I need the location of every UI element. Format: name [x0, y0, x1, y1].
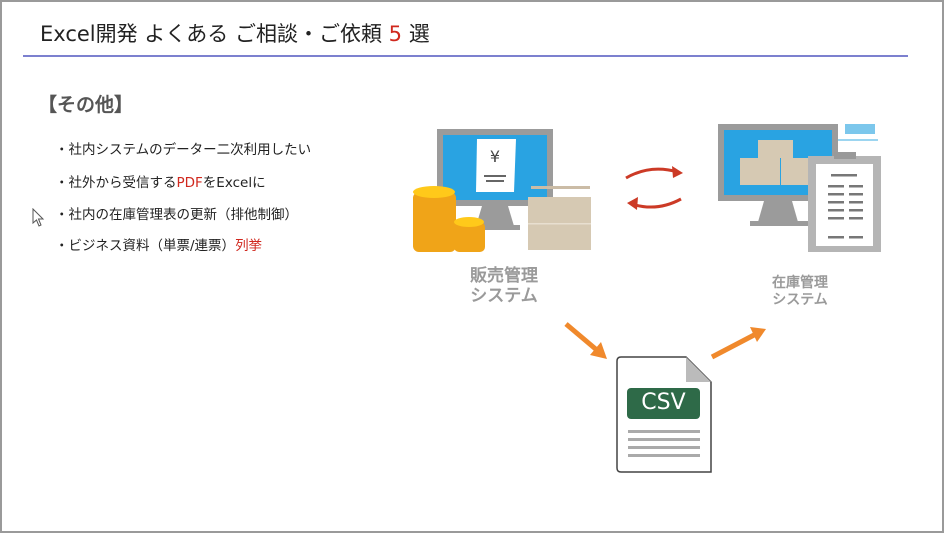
csv-file-icon [616, 356, 712, 473]
label-line: 販売管理 [470, 266, 538, 286]
sales-system-label: 販売管理システム [455, 266, 553, 307]
label-line: システム [772, 291, 828, 308]
bullet-text: ・社外から受信する [55, 175, 177, 191]
slide-title: Excel開発 よくある ご相談・ご依頼 5 選 [40, 18, 430, 48]
export-arrow-icon [564, 322, 607, 359]
bullet-item: ・社外から受信するPDFをExcelに [55, 171, 266, 191]
title-suffix: 選 [408, 22, 430, 46]
bullet-item: ・社内の在庫管理表の更新（排他制御） [55, 207, 298, 223]
section-heading: 【その他】 [38, 94, 134, 116]
title-divider [23, 55, 908, 57]
mouse-cursor-icon [32, 208, 45, 227]
sync-arrows-icon [625, 166, 683, 210]
yen-icon: ¥ [490, 147, 500, 166]
clipboard-icon [808, 152, 881, 252]
import-arrow-icon [710, 327, 766, 360]
box-icon [528, 186, 591, 250]
coins-icon [413, 186, 485, 252]
label-line: システム [470, 286, 538, 307]
bullet-item: ・社内システムのデーター二次利用したい [55, 142, 312, 158]
sales-monitor-icon: ¥ [437, 129, 553, 230]
label-line: 在庫管理 [772, 275, 828, 291]
title-number: 5 [388, 22, 403, 46]
csv-label: CSV [641, 390, 686, 415]
bullet-highlight: PDF [176, 175, 203, 191]
bullet-item: ・ビジネス資料（単票/連票）列挙 [55, 234, 262, 254]
bullet-highlight: 列挙 [235, 238, 263, 254]
bullet-text: をExcelに [202, 175, 266, 191]
bullet-text: ・ビジネス資料（単票/連票） [55, 238, 236, 254]
title-text: Excel開発 よくある ご相談・ご依頼 [40, 22, 382, 46]
inventory-system-label: 在庫管理システム [760, 275, 840, 309]
